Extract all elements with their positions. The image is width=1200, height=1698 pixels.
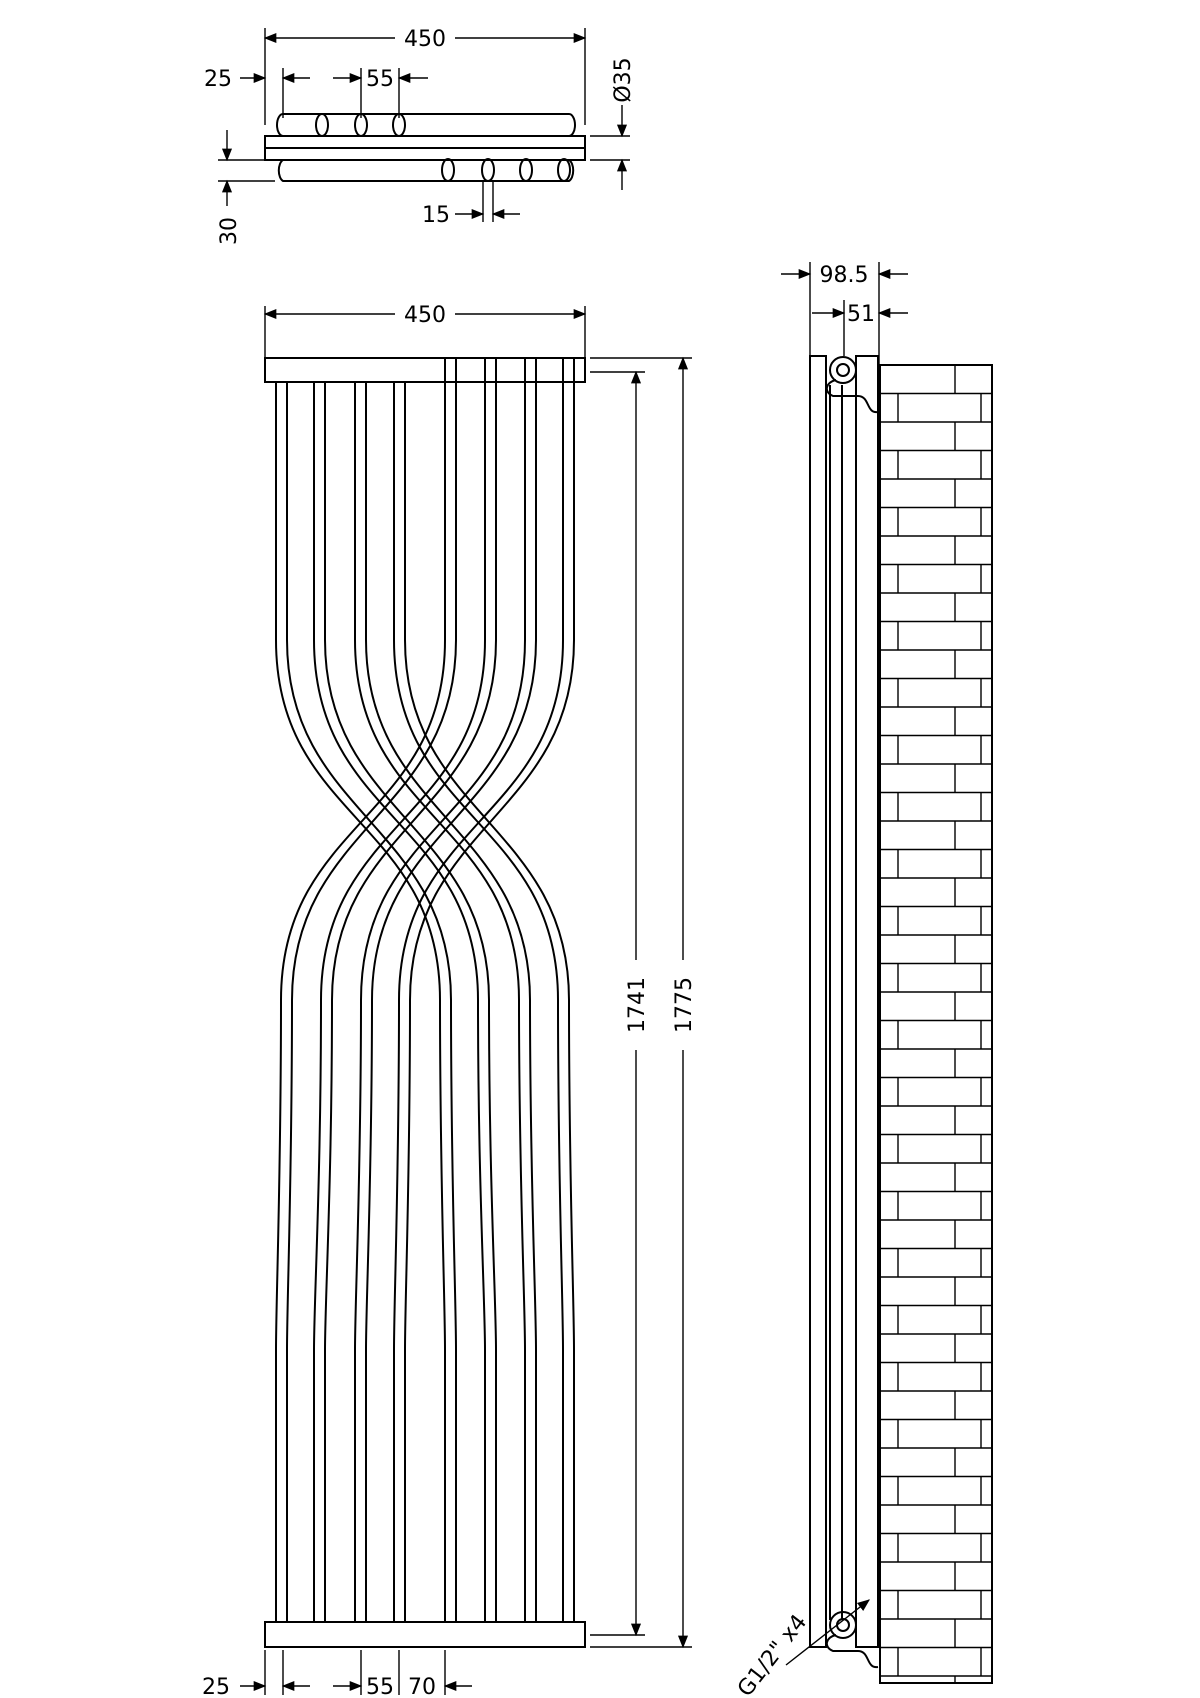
top-width-label: 450 [404,27,446,52]
brick-wall [879,364,993,1684]
front-view: 450 1741 [202,303,697,1698]
top-spacing-label: 55 [366,67,394,92]
front-height-outer-label: 1775 [672,977,697,1033]
top-gap-label: 15 [422,203,450,228]
top-view: 450 25 55 Ø35 [204,27,636,245]
side-depth-total-label: 98.5 [820,263,869,288]
front-bottom-left-label: 25 [202,1675,230,1698]
top-rear-rail [276,113,576,137]
front-top-header [264,357,586,383]
bottom-bracket-hook [825,1634,879,1669]
twisted-tubes [275,358,575,1622]
top-diameter-label: Ø35 [611,57,636,102]
side-depth-pipe-label: 51 [847,302,875,327]
front-height-inner-label: 1741 [625,977,650,1033]
side-view: 98.5 51 G1/2" x4 [733,262,993,1698]
front-bottom-spacing-label: 55 [366,1675,394,1698]
bottom-valve-outer [829,1611,857,1639]
front-bottom-right-label: 70 [408,1675,436,1698]
front-bottom-header [264,1621,586,1648]
top-front-rail [277,159,575,182]
top-valve-outer [829,356,857,384]
front-width-label: 450 [404,303,446,328]
side-bracket [855,355,879,1648]
side-header-profile [809,355,827,1648]
top-depth-label: 30 [217,217,242,245]
top-bracket-hook [825,379,879,414]
top-offset-label: 25 [204,67,232,92]
